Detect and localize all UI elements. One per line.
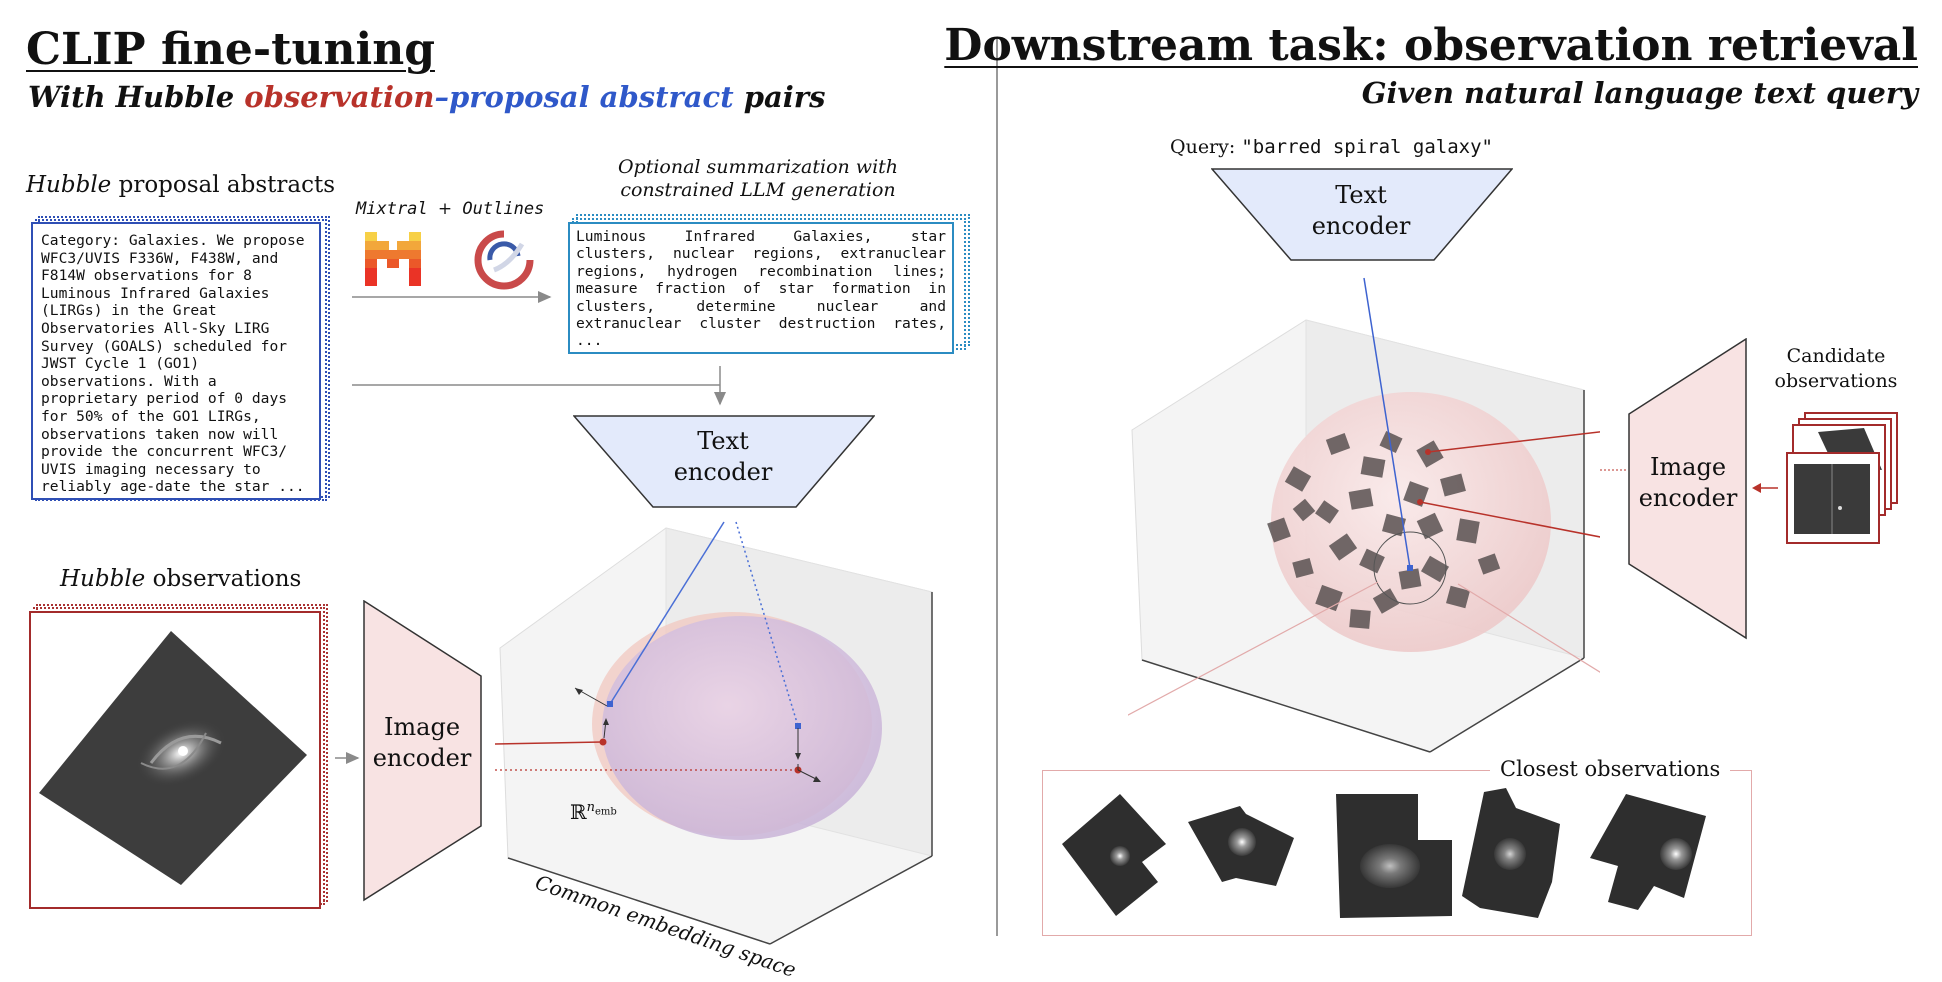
galaxy-image-icon (39, 631, 307, 885)
left-title: CLIP fine-tuning (26, 24, 435, 75)
right-title: Downstream task: observation retrieval (944, 20, 1918, 71)
right-image-encoder-shape (1628, 338, 1747, 640)
closest-observations-thumbnails (1062, 788, 1706, 918)
closest-thumbnail-3 (1336, 794, 1452, 918)
closest-observations-label: Closest observations (1490, 757, 1731, 781)
right-embedding-space (1128, 277, 1600, 753)
left-image-encoder-shape (363, 600, 482, 902)
right-encoder-dotted-lines (1600, 469, 1628, 471)
right-text-encoder-shape (1211, 168, 1513, 261)
hubble-observation-image (29, 611, 321, 909)
candidate-observation-image (1786, 452, 1880, 544)
panel-divider (996, 38, 998, 936)
llm-tools-label: Mixtral + Outlines (356, 199, 545, 219)
right-subtitle: Given natural language text query (1361, 76, 1918, 110)
closest-thumbnail-4 (1462, 788, 1560, 918)
closest-thumbnail-1 (1062, 794, 1166, 916)
closest-observations-panel (1042, 770, 1752, 936)
closest-thumbnail-5 (1590, 794, 1706, 910)
query-line: Query: "barred spiral galaxy" (1170, 136, 1493, 158)
observations-label: Hubble observations (60, 566, 302, 592)
embedded-thumbnails (1267, 430, 1501, 629)
left-text-encoder-shape (573, 415, 875, 508)
arrow-candidates-to-encoder (1752, 483, 1778, 493)
left-subtitle: With Hubble observation–proposal abstrac… (28, 80, 826, 114)
summary-box: Luminous Infrared Galaxies, star cluster… (568, 222, 954, 354)
mistral-logo-icon (365, 232, 421, 286)
proposal-abstract-box: Category: Galaxies. We propose WFC3/UVIS… (31, 222, 321, 500)
candidate-image-icon (1794, 464, 1870, 534)
embedding-space-symbol: ℝnemb (570, 800, 617, 824)
outlines-logo-icon (474, 230, 534, 290)
left-embedding-space (494, 521, 933, 945)
left-connectors (335, 291, 726, 764)
abstracts-label: Hubble proposal abstracts (26, 172, 336, 198)
closest-thumbnail-2 (1188, 806, 1294, 886)
